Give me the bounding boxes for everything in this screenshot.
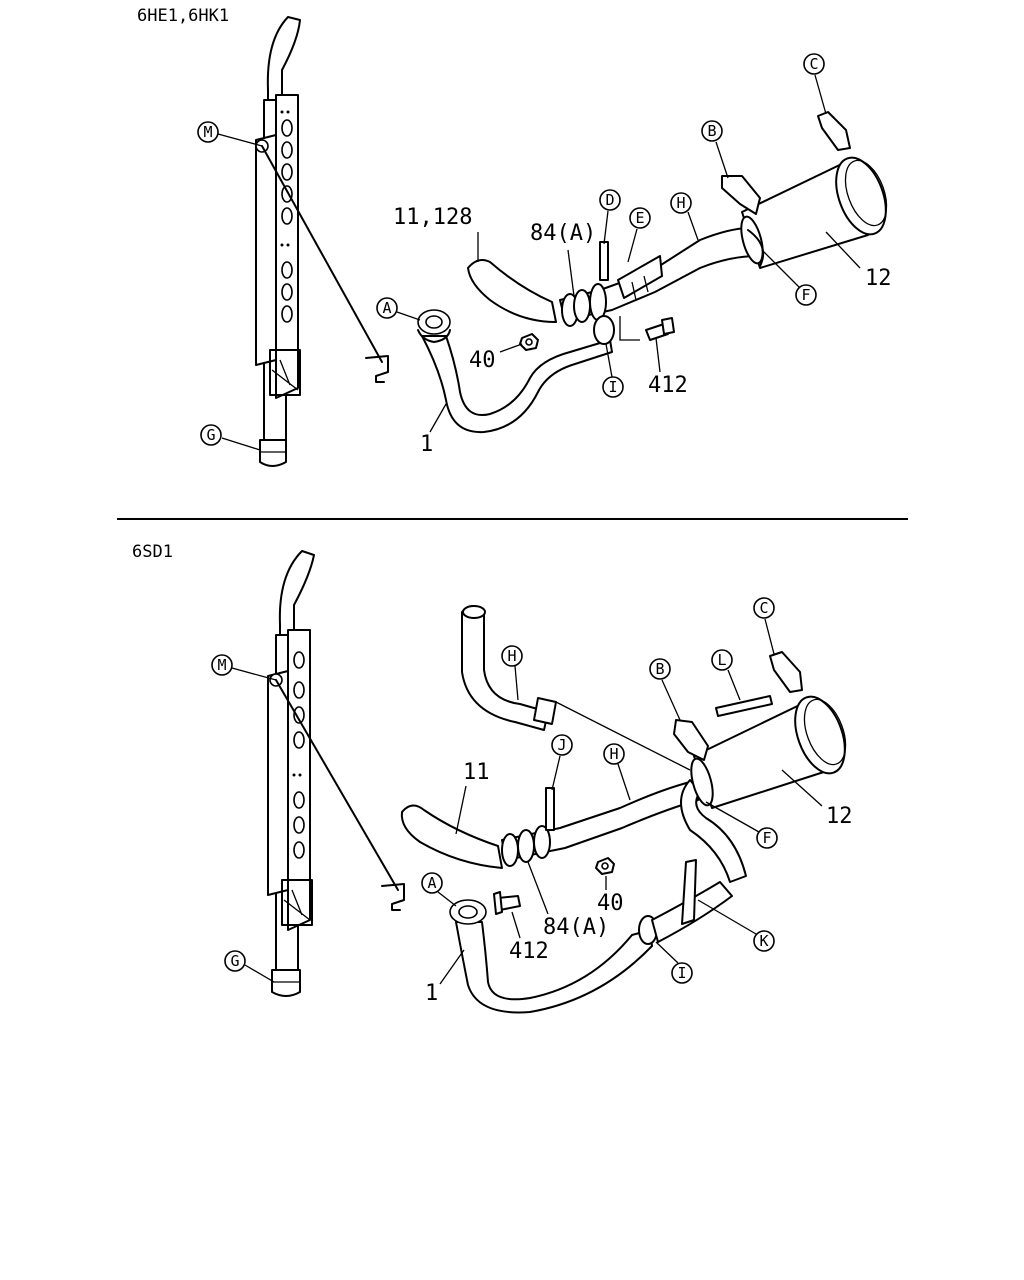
muffler-12: [673, 651, 847, 809]
callout-b: B: [701, 120, 729, 179]
muffler-12: [721, 111, 888, 269]
svg-text:C: C: [809, 55, 818, 73]
svg-text:B: B: [707, 122, 716, 140]
callout-j: J: [551, 734, 573, 791]
svg-text:G: G: [206, 426, 215, 444]
nut-40: [595, 857, 615, 875]
flex-pipe-11: [400, 804, 503, 869]
bolt-412: [645, 317, 675, 341]
part-number-12: 12: [865, 266, 892, 291]
svg-text:M: M: [217, 656, 226, 674]
section-header: 6SD1: [132, 542, 173, 562]
callout-h-lower: H: [603, 743, 631, 801]
callout-i: I: [655, 941, 693, 984]
nut-40: [519, 333, 539, 351]
svg-text:H: H: [676, 194, 685, 212]
part-number-1: 1: [420, 432, 433, 457]
upper-pipe-h: [461, 605, 691, 771]
part-number-40: 40: [597, 891, 624, 916]
svg-text:I: I: [677, 964, 686, 982]
part-number-11-128: 11,128: [393, 205, 472, 230]
part-number-40: 40: [469, 348, 496, 373]
front-pipe-1: [417, 309, 613, 434]
callout-k: K: [697, 899, 775, 952]
callout-h-upper: H: [501, 645, 523, 701]
callout-h: H: [670, 192, 699, 241]
svg-text:H: H: [507, 647, 516, 665]
callout-m: M: [197, 121, 263, 147]
section-header: 6HE1,6HK1: [137, 6, 229, 26]
svg-text:G: G: [230, 952, 239, 970]
part-number-1: 1: [425, 981, 438, 1006]
callout-c: C: [753, 597, 775, 655]
callout-f: F: [761, 249, 817, 306]
svg-text:M: M: [203, 123, 212, 141]
middle-pipe: [559, 227, 759, 345]
callout-g: G: [224, 950, 275, 983]
callout-f: F: [705, 801, 778, 849]
svg-text:B: B: [655, 660, 664, 678]
svg-text:A: A: [427, 874, 436, 892]
bolt-412: [493, 891, 521, 915]
part-number-84a: 84(A): [543, 915, 609, 940]
section-6sd1: 6SD1: [132, 542, 853, 1014]
tail-pipe-k: [680, 779, 747, 883]
svg-text:H: H: [609, 745, 618, 763]
part-number-84a: 84(A): [530, 221, 596, 246]
part-number-11: 11: [463, 760, 490, 785]
vertical-stack-pipe: [255, 16, 389, 467]
part-number-412: 412: [509, 939, 549, 964]
svg-text:D: D: [605, 191, 614, 209]
vertical-stack-pipe: [267, 550, 405, 997]
svg-text:C: C: [759, 599, 768, 617]
callout-b: B: [649, 658, 681, 721]
svg-text:J: J: [557, 736, 566, 754]
svg-text:F: F: [801, 286, 810, 304]
part-number-12: 12: [826, 804, 853, 829]
callout-a: A: [376, 297, 421, 321]
callout-i: I: [602, 343, 624, 398]
callout-c: C: [803, 53, 827, 115]
flex-pipe-11-128: [467, 259, 557, 323]
heat-shield-holes: [280, 110, 293, 323]
svg-text:A: A: [382, 299, 391, 317]
callout-l: L: [711, 649, 741, 701]
svg-text:L: L: [717, 651, 726, 669]
svg-text:K: K: [759, 932, 768, 950]
svg-text:E: E: [635, 209, 644, 227]
callout-m: M: [211, 654, 277, 681]
heat-shield-holes: [292, 651, 305, 859]
part-number-412: 412: [648, 373, 688, 398]
middle-pipe: [501, 781, 699, 867]
callout-e: E: [627, 207, 651, 263]
callout-a: A: [421, 872, 457, 907]
svg-text:F: F: [762, 829, 771, 847]
svg-text:I: I: [608, 378, 617, 396]
callout-g: G: [200, 424, 261, 451]
section-6he1-6hk1: 6HE1,6HK1: [137, 6, 892, 467]
callout-d: D: [599, 189, 621, 245]
